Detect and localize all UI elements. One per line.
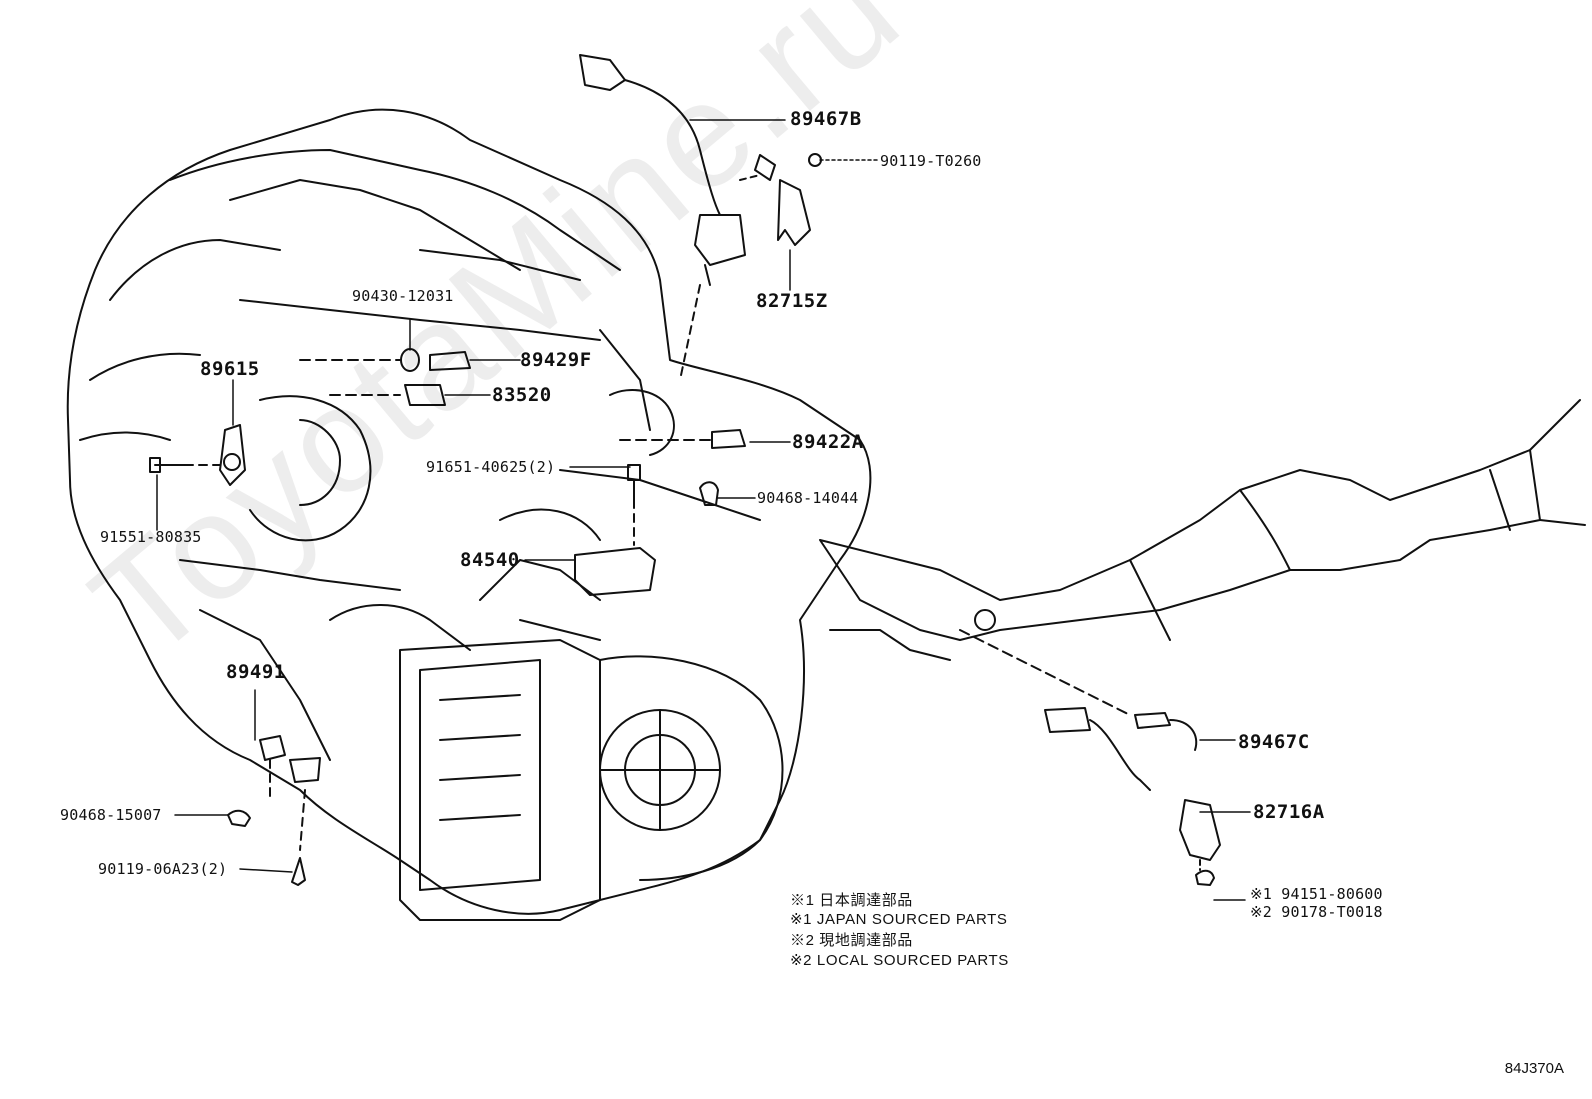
label-83520[interactable]: 83520	[492, 384, 552, 406]
switch-84540	[574, 464, 656, 596]
exhaust-assembly	[819, 399, 1586, 661]
engine-assembly	[66, 108, 872, 921]
diagram-reference-code: 84J370A	[1504, 1060, 1564, 1077]
label-90178-t0018[interactable]: ※2 90178-T0018	[1250, 903, 1383, 921]
label-90119-t0260[interactable]: 90119-T0260	[880, 152, 982, 170]
label-84540[interactable]: 84540	[460, 549, 520, 571]
label-90430-12031[interactable]: 90430-12031	[352, 287, 454, 305]
label-90468-15007[interactable]: 90468-15007	[60, 806, 162, 824]
label-90119-06a23[interactable]: 90119-06A23(2)	[98, 860, 228, 878]
note-local-jp: ※2 現地調達部品	[790, 932, 913, 949]
label-89467c[interactable]: 89467C	[1238, 731, 1310, 753]
note-japan-en: ※1 JAPAN SOURCED PARTS	[790, 911, 1008, 928]
sensor-89422a	[619, 429, 746, 506]
label-94151-80600[interactable]: ※1 94151-80600	[1250, 885, 1383, 903]
label-91551-80835[interactable]: 91551-80835	[100, 528, 202, 546]
note-local-en: ※2 LOCAL SOURCED PARTS	[790, 952, 1009, 969]
label-89615[interactable]: 89615	[200, 358, 260, 380]
bracket-82716a	[1179, 799, 1221, 886]
label-82715z[interactable]: 82715Z	[756, 290, 828, 312]
label-82716a[interactable]: 82716A	[1253, 801, 1325, 823]
label-89429f[interactable]: 89429F	[520, 349, 592, 371]
knock-sensor-89615	[149, 424, 246, 486]
leader-lines	[156, 119, 1251, 901]
note-japan-jp: ※1 日本調達部品	[790, 892, 913, 909]
sensor-89467c	[959, 629, 1198, 791]
label-89491[interactable]: 89491	[226, 661, 286, 683]
label-90468-14044[interactable]: 90468-14044	[757, 489, 859, 507]
label-91651-40625[interactable]: 91651-40625(2)	[426, 458, 556, 476]
small-sensors	[299, 348, 471, 406]
sensor-89491	[227, 735, 321, 886]
label-89467b[interactable]: 89467B	[790, 108, 862, 130]
sensor-89467b	[579, 54, 746, 381]
label-89422a[interactable]: 89422A	[792, 431, 864, 453]
